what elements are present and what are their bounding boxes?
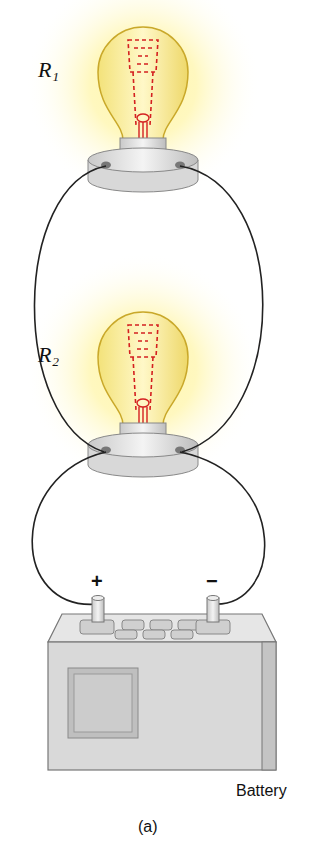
light-bulb [25,252,261,488]
battery-illustration [48,596,276,771]
figure-caption: (a) [138,818,158,836]
part-name: Battery [236,782,287,800]
resistor-label: R₂ [38,343,59,367]
terminal-sign: − [206,570,218,592]
light-bulb [25,0,261,203]
terminal-sign: + [91,570,103,592]
resistor-label: R₁ [38,58,59,82]
wire [32,166,264,604]
